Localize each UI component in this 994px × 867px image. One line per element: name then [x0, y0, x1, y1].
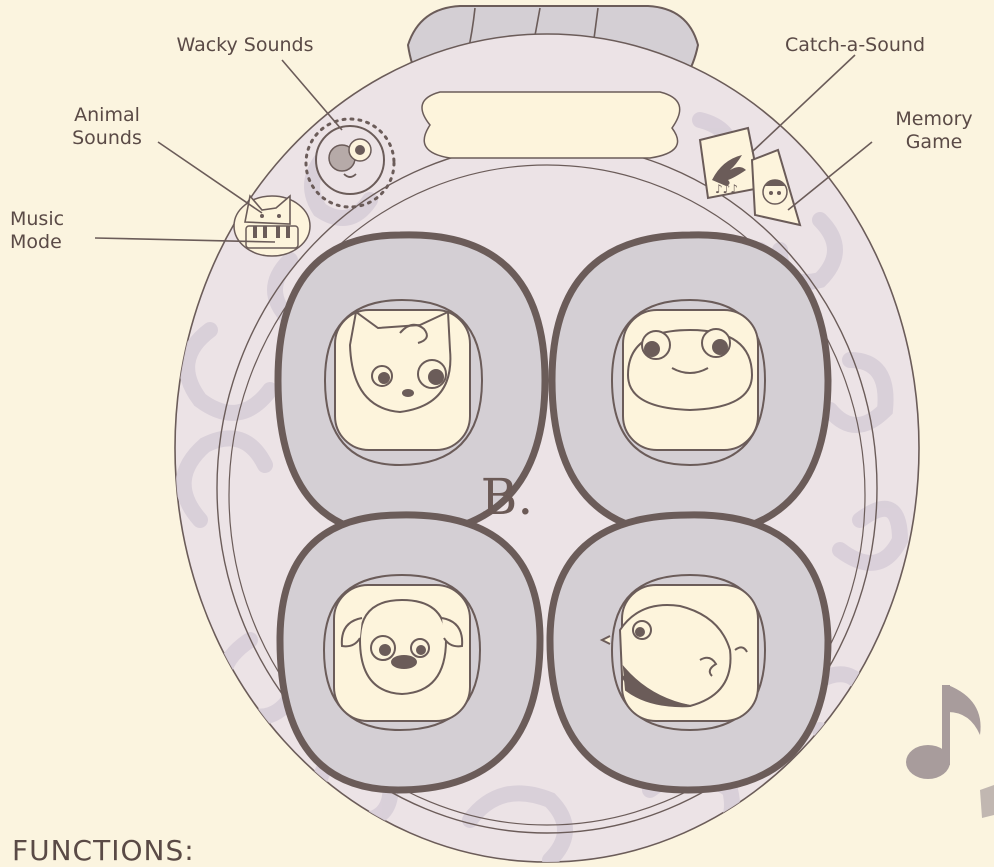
label-music-mode-line2: Mode [10, 231, 100, 254]
label-animal-sounds-line1: Animal [52, 104, 162, 127]
speaker-grille [422, 92, 680, 158]
label-animal-sounds: Animal Sounds [52, 104, 162, 150]
label-music-mode-line1: Music [10, 208, 100, 231]
hand-notes-icon[interactable]: ♪♪♪ [700, 128, 760, 198]
label-music-mode: Music Mode [10, 208, 100, 254]
functions-heading: FUNCTIONS: [12, 834, 195, 867]
label-memory-game-line1: Memory [878, 108, 990, 131]
frog-face-icon [628, 329, 752, 410]
label-animal-sounds-line2: Sounds [52, 127, 162, 150]
svg-text:♪♪♪: ♪♪♪ [715, 182, 738, 196]
label-wacky-sounds: Wacky Sounds [155, 34, 335, 57]
label-memory-game-line2: Game [878, 131, 990, 154]
music-note-icon [906, 685, 994, 818]
brand-logo: B. [467, 468, 547, 526]
label-catch-a-sound: Catch-a-Sound [760, 34, 950, 57]
cat-keyboard-icon[interactable] [234, 196, 310, 256]
label-memory-game: Memory Game [878, 108, 990, 154]
